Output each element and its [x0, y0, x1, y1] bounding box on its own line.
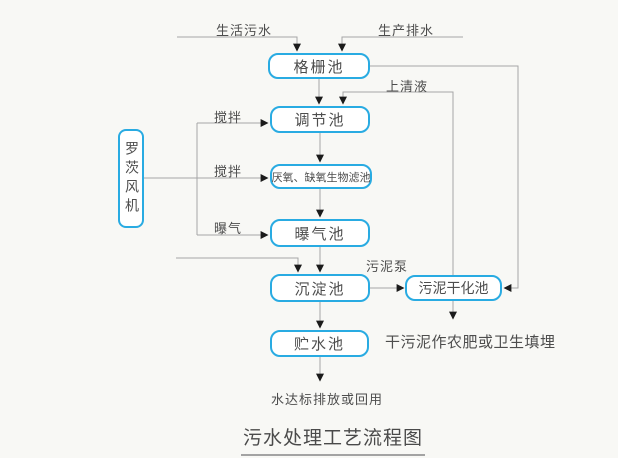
node-aeration-tank: 曝气池: [270, 219, 370, 247]
label-stirring-2: 搅拌: [214, 165, 243, 180]
edge-side-to-sedimentation: [176, 257, 302, 273]
node-grid-tank: 格栅池: [268, 53, 370, 79]
label-treated-water-output: 水达标排放或回用: [271, 393, 384, 408]
label-aeration: 曝气: [214, 222, 243, 237]
edge-grid-to-sludge-drying: [370, 65, 519, 292]
label-dry-sludge-output: 干污泥作农肥或卫生填埋: [385, 333, 556, 351]
label-supernatant: 上清液: [386, 80, 429, 95]
node-sludge-drying-tank: 污泥干化池: [405, 275, 502, 301]
node-biofilter-tank: 厌氧、缺氧生物滤池: [270, 164, 372, 189]
node-sedimentation-tank: 沉淀池: [270, 274, 370, 302]
label-sludge-pump: 污泥泵: [366, 260, 409, 275]
label-stirring-1: 搅拌: [214, 111, 243, 126]
edge-domestic-to-grid: [177, 36, 301, 52]
node-storage-tank: 贮水池: [270, 330, 369, 357]
edge-supernatant-return: [339, 91, 454, 275]
node-roots-blower: 罗茨风机: [118, 129, 144, 228]
node-regulation-tank: 调节池: [270, 106, 370, 133]
label-domestic-sewage: 生活污水: [216, 24, 273, 39]
edge-production-to-grid: [338, 36, 463, 52]
diagram-title: 污水处理工艺流程图: [241, 423, 426, 456]
label-production-drainage: 生产排水: [378, 24, 435, 39]
